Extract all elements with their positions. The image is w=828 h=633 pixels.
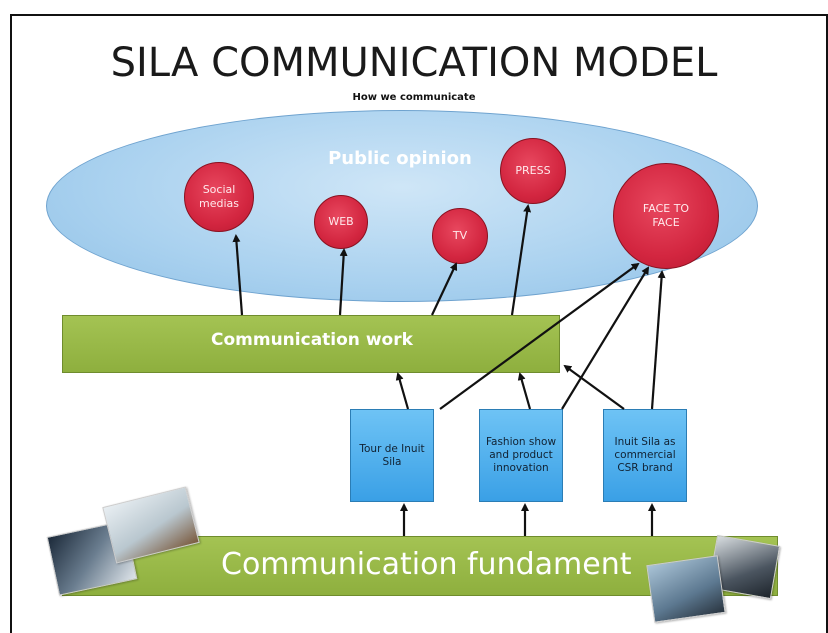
initiative-commercial-csr-brand: Inuit Sila as commercial CSR brand [603, 409, 687, 502]
initiative-tour-de-inuit-sila: Tour de Inuit Sila [350, 409, 434, 502]
arrow-brand-to-face [650, 270, 666, 410]
channel-social-medias: Social medias [184, 162, 254, 232]
page-subtitle: How we communicate [352, 92, 476, 103]
communication-work-bar: Communication work [62, 315, 560, 373]
channel-web: WEB [314, 195, 368, 249]
frame-top-line [10, 14, 828, 16]
channel-face-to-face: FACE TO FACE [613, 163, 719, 269]
communication-fundament-label: Communication fundament [221, 547, 632, 582]
arrow-tour-to-work [395, 372, 410, 410]
channel-press: PRESS [500, 138, 566, 204]
frame-right-line [826, 14, 828, 633]
frame-left-line [10, 14, 12, 633]
photo-right-front [646, 555, 726, 623]
page-title: SILA COMMUNICATION MODEL [110, 40, 718, 86]
channel-tv: TV [432, 208, 488, 264]
arrow-fashion-to-work [517, 372, 532, 410]
initiative-fashion-show: Fashion show and product innovation [479, 409, 563, 502]
communication-work-label: Communication work [211, 330, 413, 350]
public-opinion-label: Public opinion [328, 148, 472, 169]
arrow-brand-to-work [563, 364, 625, 410]
